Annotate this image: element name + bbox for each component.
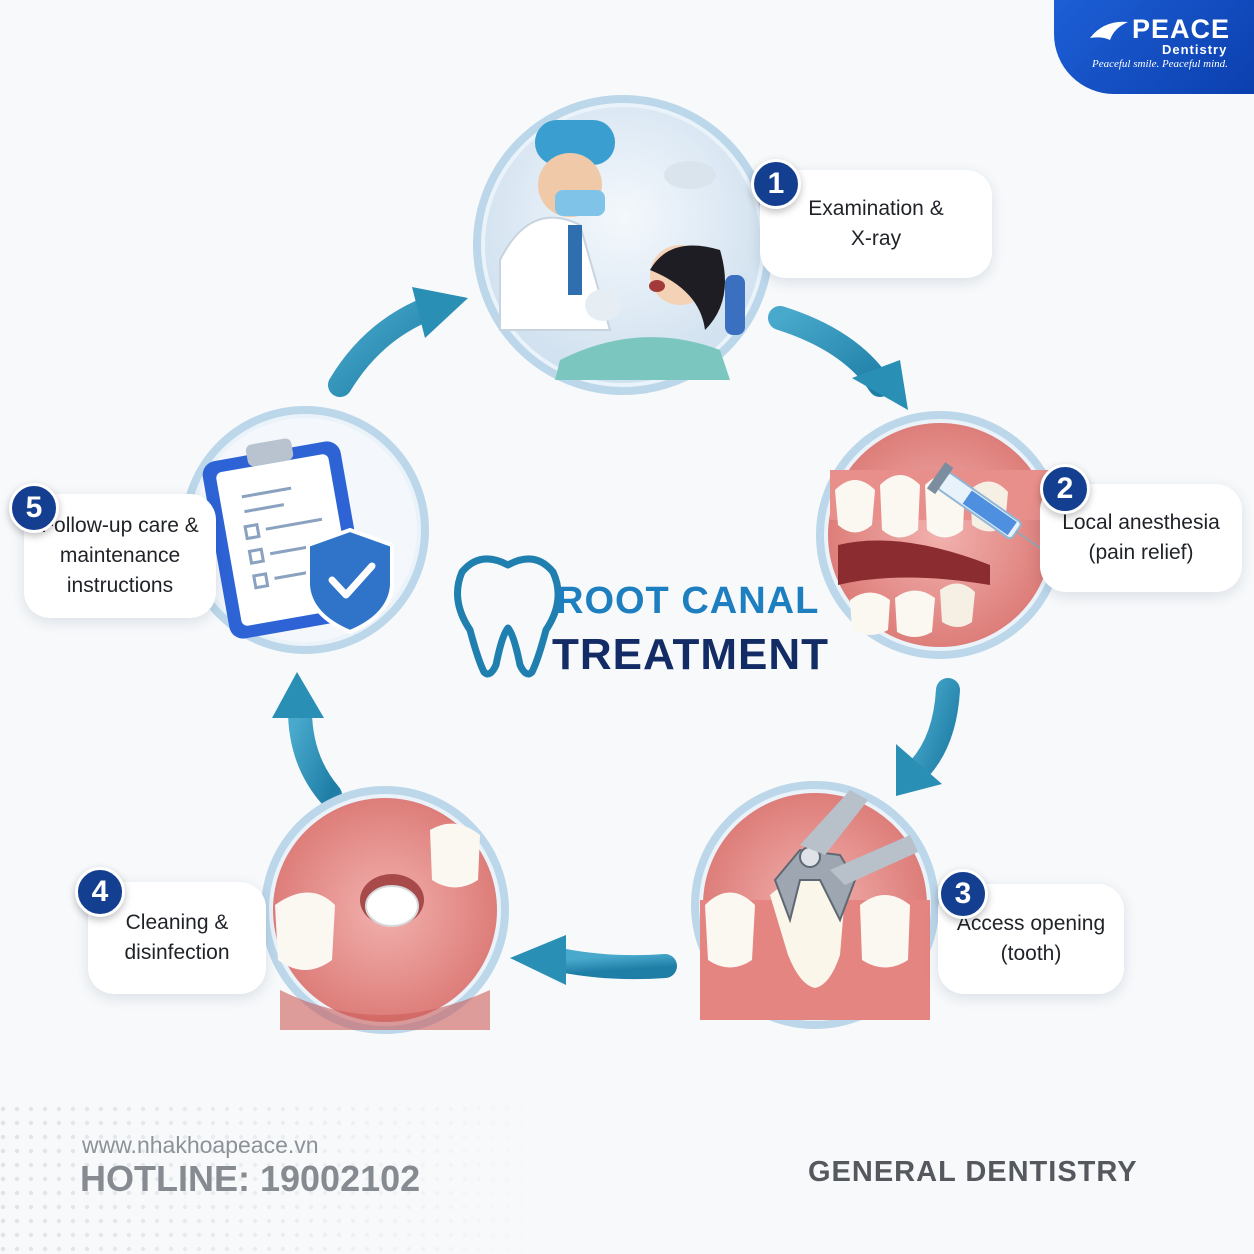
arrow-1-to-2 <box>768 306 908 410</box>
title-line-2: TREATMENT <box>552 630 830 679</box>
brand-logo[interactable]: PEACE Dentistry Peaceful smile. Peaceful… <box>1054 0 1254 94</box>
category-label: GENERAL DENTISTRY <box>808 1156 1138 1188</box>
step-4-text: Cleaning & disinfection <box>124 911 230 964</box>
dove-icon <box>1090 21 1128 40</box>
step-3-badge: 3 <box>938 869 988 919</box>
arrow-5-to-1 <box>328 287 468 397</box>
website-link[interactable]: www.nhakhoapeace.vn <box>82 1132 319 1158</box>
brand-sub: Dentistry <box>1162 42 1228 57</box>
step-1-badge: 1 <box>751 159 801 209</box>
step-5-text: Follow-up care & maintenance instruction… <box>41 514 199 597</box>
title-line-1: ROOT CANAL <box>556 580 820 622</box>
step-1-illustration <box>473 95 773 395</box>
brand-tagline: Peaceful smile. Peaceful mind. <box>1092 58 1228 70</box>
step-4-badge: 4 <box>75 867 125 917</box>
step-4-illustration <box>261 786 509 1034</box>
step-2-badge: 2 <box>1040 464 1090 514</box>
step-3-text: Access opening (tooth) <box>956 912 1106 965</box>
step-5-illustration <box>181 406 429 654</box>
step-2-illustration <box>816 411 1065 659</box>
arrow-4-to-5 <box>272 672 342 807</box>
brand-name: PEACE <box>1132 14 1231 44</box>
step-1-text: Examination & X-ray <box>808 197 944 250</box>
hotline-text: HOTLINE: 19002102 <box>80 1158 421 1199</box>
arrow-3-to-4 <box>510 935 677 985</box>
step-3-illustration <box>691 781 939 1029</box>
step-2-text: Local anesthesia (pain relief) <box>1062 511 1220 564</box>
step-5-badge: 5 <box>9 483 59 533</box>
arrow-2-to-3 <box>896 678 960 796</box>
